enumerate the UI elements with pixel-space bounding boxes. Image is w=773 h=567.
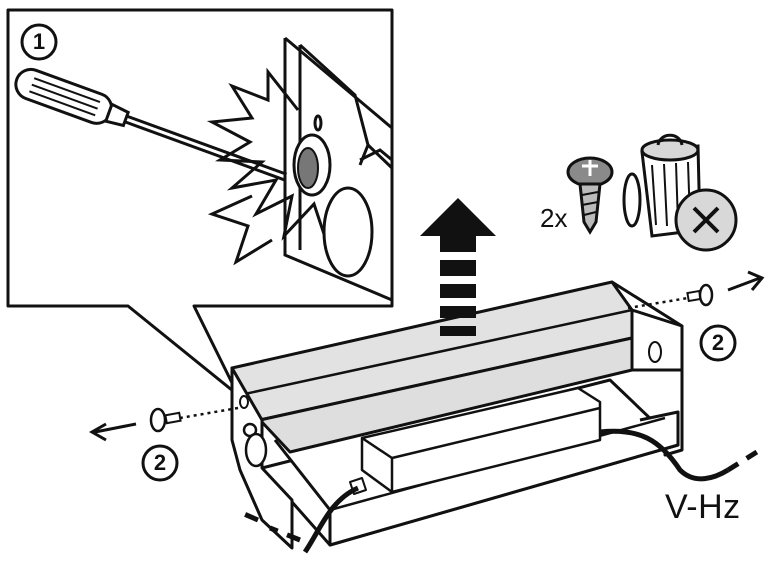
cable-right-dashed: [726, 447, 762, 473]
step-1-badge: [20, 23, 58, 61]
burst-mark-lower: [207, 194, 273, 266]
burst-mark: [206, 67, 334, 241]
screwdriver-icon: [14, 67, 288, 182]
screw-quantity-label: 2x: [540, 203, 568, 233]
trash-can-icon: [622, 133, 702, 238]
screw-left: [88, 406, 239, 482]
detail-callout: [6, 8, 394, 397]
voltage-label: V-Hz: [665, 488, 741, 526]
screw-hole-inner: [297, 147, 319, 189]
screw-icon: [698, 283, 714, 307]
fixture-housing: [230, 280, 762, 554]
cable-left-dashed: [243, 511, 301, 543]
detail-housing: [283, 36, 394, 302]
screw-right: [627, 270, 765, 362]
step-2-right-label: 2: [711, 330, 725, 355]
cross-icon: [674, 188, 738, 252]
step-2-left-label: 2: [153, 450, 167, 475]
step-2-left-badge: [141, 444, 179, 482]
knockout-hole: [322, 186, 374, 278]
cable-left: [302, 485, 360, 554]
step-2-right-badge: [699, 324, 737, 362]
up-arrow-icon: [420, 198, 496, 336]
step-1-label: 1: [32, 29, 46, 54]
screw-icon: [149, 407, 167, 433]
cable-right: [599, 428, 730, 482]
screw-icon: [566, 156, 614, 235]
